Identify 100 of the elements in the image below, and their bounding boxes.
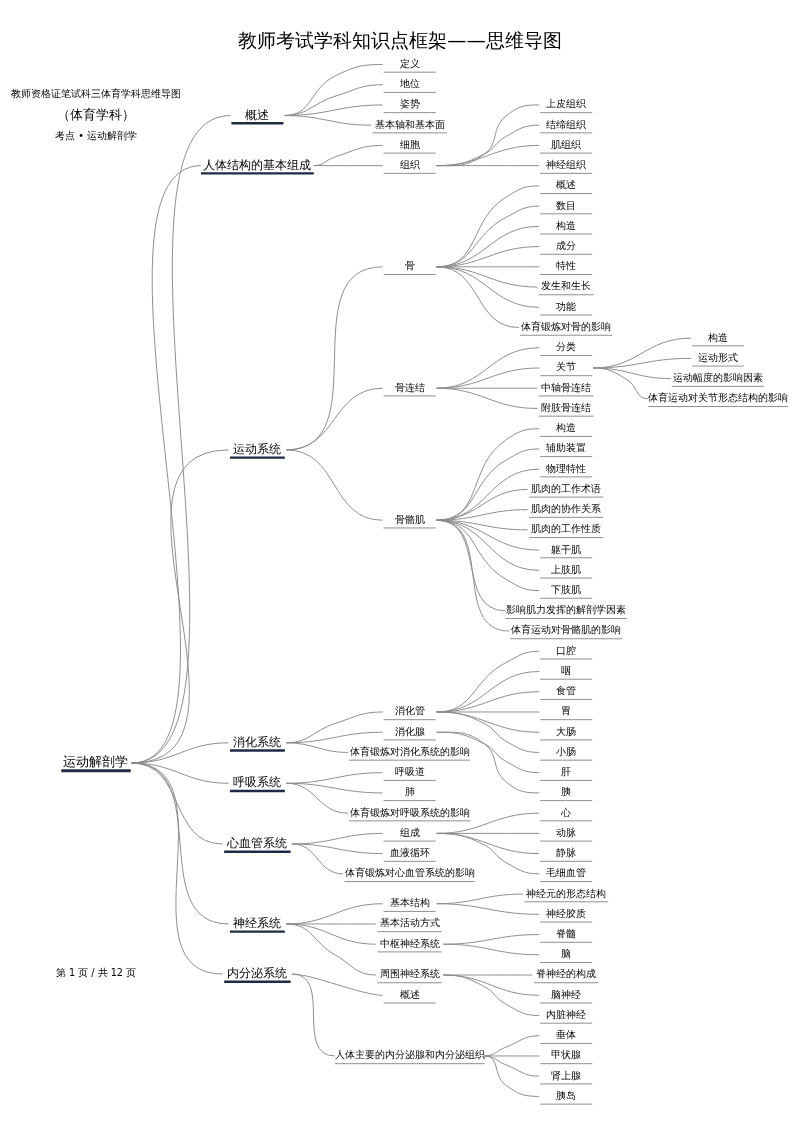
connector bbox=[285, 923, 377, 975]
node-text: 组成 bbox=[399, 826, 420, 838]
node-text: 甲状腺 bbox=[551, 1048, 582, 1060]
node-text: 细胞 bbox=[399, 138, 420, 150]
node-text: 上皮组织 bbox=[546, 97, 587, 109]
connector bbox=[436, 265, 520, 328]
node-text: 脊髓 bbox=[556, 927, 577, 939]
connector bbox=[283, 114, 372, 126]
node-text: 胰岛 bbox=[556, 1089, 577, 1101]
node-text: 体育锻炼对心血管系统的影响 bbox=[344, 866, 475, 878]
node-text: 消化系统 bbox=[233, 734, 282, 749]
node-text: 构造 bbox=[707, 331, 728, 343]
node-text: 体育锻炼对消化系统的影响 bbox=[349, 745, 470, 757]
connector bbox=[436, 367, 540, 389]
node-text: 概述 bbox=[399, 988, 420, 1000]
connector bbox=[436, 144, 540, 166]
connector bbox=[592, 367, 649, 399]
node-text: 组织 bbox=[399, 158, 420, 170]
node-text: 特性 bbox=[556, 259, 577, 271]
node-text: 构造 bbox=[556, 219, 577, 231]
connector bbox=[131, 762, 229, 784]
node-text: 脑 bbox=[561, 947, 572, 959]
node-text: 动脉 bbox=[556, 826, 577, 838]
connector bbox=[483, 1055, 540, 1097]
node-text: 骨骼肌 bbox=[394, 513, 425, 525]
node-text: 体育锻炼对骨的影响 bbox=[521, 320, 612, 332]
node-text: 物理特性 bbox=[546, 462, 587, 474]
node-text: 消化腺 bbox=[394, 725, 425, 737]
connector bbox=[436, 387, 538, 409]
node-text: 功能 bbox=[556, 300, 577, 312]
node-text: 运动系统 bbox=[233, 441, 282, 456]
node-text: 毛细血管 bbox=[546, 866, 587, 878]
connector bbox=[436, 731, 540, 793]
connector bbox=[436, 508, 529, 521]
node-text: 肝 bbox=[561, 765, 572, 777]
node-text: 神经胶质 bbox=[546, 907, 587, 919]
node-text: 口腔 bbox=[556, 644, 577, 656]
connector bbox=[436, 427, 540, 521]
connector bbox=[131, 762, 224, 975]
label: 第 1 页 / 共 12 页 bbox=[56, 966, 136, 978]
connector bbox=[436, 832, 540, 874]
node-text: 肺 bbox=[404, 785, 415, 797]
connector bbox=[436, 711, 540, 753]
node-text: 基本轴和基本面 bbox=[374, 118, 445, 130]
node-text: 咽 bbox=[561, 664, 572, 676]
node-text: 心 bbox=[561, 806, 572, 818]
connector bbox=[291, 843, 344, 874]
connector bbox=[436, 346, 540, 389]
node-text: 神经系统 bbox=[233, 915, 282, 930]
node-text: 躯干肌 bbox=[551, 543, 582, 555]
connector bbox=[436, 519, 510, 631]
node-text: 垂体 bbox=[556, 1028, 577, 1040]
connector bbox=[442, 974, 540, 1016]
connector bbox=[285, 741, 349, 753]
node-text: 姿势 bbox=[399, 97, 420, 109]
diagram-title: 教师考试学科知识点框架——思维导图 bbox=[238, 28, 562, 52]
node-text: 运动解剖学 bbox=[63, 753, 129, 769]
node-text: 呼吸道 bbox=[394, 765, 425, 777]
connector bbox=[131, 762, 229, 924]
node-text: 神经组织 bbox=[546, 158, 587, 170]
node-text: 食管 bbox=[556, 684, 577, 696]
connector bbox=[436, 164, 540, 166]
node-text: 体育运动对骨骼肌的影响 bbox=[511, 623, 622, 635]
node-text: 心血管系统 bbox=[227, 835, 288, 850]
connector bbox=[285, 448, 384, 521]
node-text: 胰 bbox=[561, 785, 572, 797]
node-text: 肌肉的工作术语 bbox=[531, 482, 602, 494]
node-text: 概述 bbox=[245, 107, 270, 122]
connector bbox=[436, 124, 540, 166]
connector bbox=[442, 943, 540, 955]
node-text: 成分 bbox=[556, 239, 577, 251]
connector bbox=[436, 468, 540, 521]
label: （体育学科） bbox=[57, 105, 135, 122]
node-text: 肌肉的协作关系 bbox=[531, 502, 602, 514]
connector bbox=[436, 488, 529, 521]
node-text: 影响肌力发挥的解剖学因素 bbox=[506, 603, 627, 615]
node-text: 附肢骨连结 bbox=[541, 401, 592, 413]
node-text: 辅助装置 bbox=[546, 441, 587, 453]
node-text: 构造 bbox=[556, 421, 577, 433]
label: 考点 • 运动解剖学 bbox=[55, 129, 137, 141]
node-text: 体育锻炼对呼吸系统的影响 bbox=[349, 806, 470, 818]
node-text: 中轴骨连结 bbox=[541, 381, 592, 393]
node-text: 消化管 bbox=[394, 704, 425, 716]
node-text: 分类 bbox=[556, 340, 577, 352]
node-text: 体育运动对关节形态结构的影响 bbox=[647, 391, 788, 403]
node-text: 血液循环 bbox=[389, 846, 430, 858]
node-text: 基本结构 bbox=[389, 896, 430, 908]
node-text: 人体主要的内分泌腺和内分泌组织 bbox=[334, 1048, 485, 1060]
node-text: 静脉 bbox=[556, 846, 577, 858]
node-text: 脊神经的构成 bbox=[536, 967, 597, 979]
node-text: 呼吸系统 bbox=[233, 774, 282, 789]
node-text: 基本活动方式 bbox=[379, 916, 440, 928]
node-text: 胃 bbox=[561, 704, 572, 716]
node-text: 小肠 bbox=[556, 745, 577, 757]
connector bbox=[313, 164, 384, 166]
node-text: 数目 bbox=[556, 199, 577, 211]
node-text: 结缔组织 bbox=[546, 118, 587, 130]
node-text: 神经元的形态结构 bbox=[526, 887, 607, 898]
node-text: 运动形式 bbox=[697, 351, 738, 363]
node-text: 肾上腺 bbox=[551, 1069, 582, 1081]
